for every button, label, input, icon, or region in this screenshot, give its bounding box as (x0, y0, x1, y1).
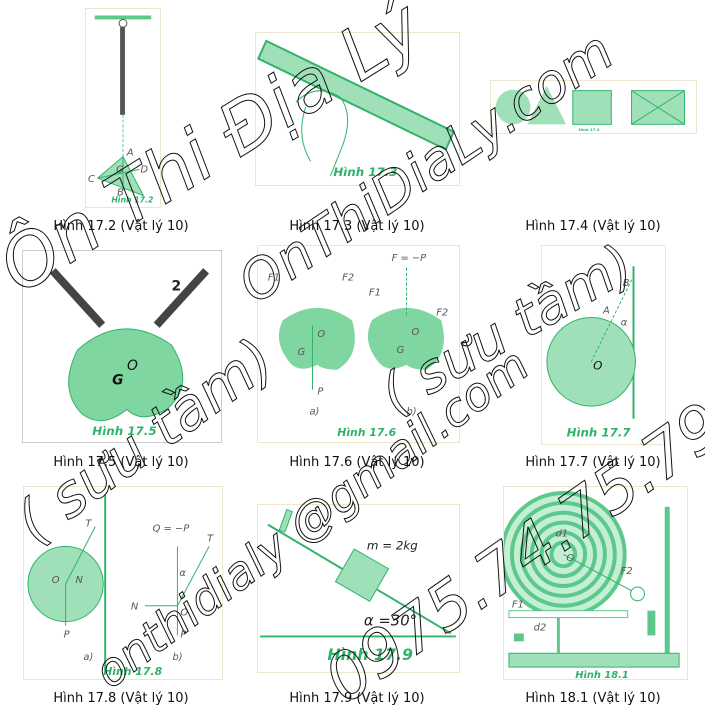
figure-18-1: d1 O F2 F1 d2 Hình 18.1 (503, 486, 688, 680)
subfigure-a: a) (310, 406, 320, 417)
figure-17-3: Hình 17.3 (255, 32, 460, 186)
mass-label: m = 2kg (367, 538, 418, 552)
force-f1: F1 (512, 600, 524, 611)
figure-label: Hình 17.6 (337, 426, 396, 439)
vector-p: P (180, 629, 186, 640)
vector-n: N (75, 575, 83, 586)
point-a: A (602, 306, 610, 317)
vector-f2: F2 (342, 273, 354, 284)
caption: Hình 17.3 (Vật lý 10) (289, 219, 425, 234)
figure-label: Hình 17.4 (579, 127, 600, 132)
point-o: O (317, 329, 325, 340)
figure-label: Hình 17.2 (111, 195, 153, 204)
angle-alpha: α (621, 317, 628, 328)
vector-t: T (207, 533, 214, 544)
point-d: D (141, 164, 149, 175)
point-o: O (52, 575, 60, 586)
figure-label: Hình 17.9 (327, 645, 413, 664)
distance-d1: d1 (555, 529, 568, 540)
point-g: G (116, 164, 124, 175)
distance-d2: d2 (534, 622, 547, 633)
point-o: O (593, 359, 602, 373)
vector-p: P (317, 386, 323, 397)
figure-label: Hình 18.1 (575, 669, 629, 679)
point-g: G (397, 345, 405, 356)
subfigure-a: a) (83, 652, 93, 663)
vector-f1: F1 (268, 273, 280, 284)
vector-f2: F2 (436, 307, 448, 318)
point-b: B (117, 188, 124, 199)
vector-t: T (85, 519, 92, 530)
force-f2: F2 (621, 566, 633, 577)
figure-17-5: 2 G O Hình 17.5 (22, 250, 222, 443)
point-g: G (112, 373, 123, 389)
point-g: G (298, 347, 306, 358)
figure-17-8: T O N P a) Q = −P T α N O P b) Hình 17.8 (23, 486, 223, 680)
caption: Hình 17.2 (Vật lý 10) (53, 219, 189, 234)
vector-n: N (131, 602, 139, 613)
figure-17-2: A G D C B Hình 17.2 (85, 8, 161, 208)
figure-17-7: B A α O Hình 17.7 (541, 245, 666, 445)
point-o: O (566, 553, 574, 564)
vector-f1: F1 (369, 287, 381, 298)
figure-17-4: Hình 17.4 (490, 80, 697, 134)
pin-number: 2 (171, 279, 181, 295)
vector-q-equals-minus-p: Q = −P (153, 524, 190, 535)
figure-label: Hình 17.8 (103, 665, 162, 678)
figure-label: Hình 17.5 (92, 424, 156, 438)
point-c: C (88, 174, 95, 185)
figure-17-9: m = 2kg α =30° Hình 17.9 (257, 504, 460, 673)
caption: Hình 17.4 (Vật lý 10) (525, 219, 661, 234)
vector-p: P (64, 629, 70, 640)
point-b: B (623, 278, 630, 289)
caption: Hình 17.8 (Vật lý 10) (53, 691, 189, 706)
caption: Hình 17.7 (Vật lý 10) (525, 455, 661, 470)
subfigure-b: b) (172, 652, 182, 663)
vector-f-equals-minus-p: F = −P (392, 253, 427, 264)
caption: Hình 17.6 (Vật lý 10) (289, 455, 425, 470)
caption: Hình 17.9 (Vật lý 10) (289, 691, 425, 706)
subfigure-b: b) (407, 406, 417, 417)
caption: Hình 17.5 (Vật lý 10) (53, 455, 189, 470)
figure-label: Hình 17.3 (333, 165, 397, 179)
figure-label: Hình 17.7 (567, 426, 632, 440)
point-a: A (126, 148, 134, 159)
point-o: O (411, 327, 419, 338)
figure-17-6: F1 F2 O G P a) F = −P F1 F2 O G b) Hình … (257, 245, 460, 443)
point-o: O (127, 358, 138, 374)
angle-alpha: α (179, 568, 186, 579)
angle-label: α =30° (364, 613, 417, 630)
point-o: O (180, 608, 188, 619)
caption: Hình 18.1 (Vật lý 10) (525, 691, 661, 706)
